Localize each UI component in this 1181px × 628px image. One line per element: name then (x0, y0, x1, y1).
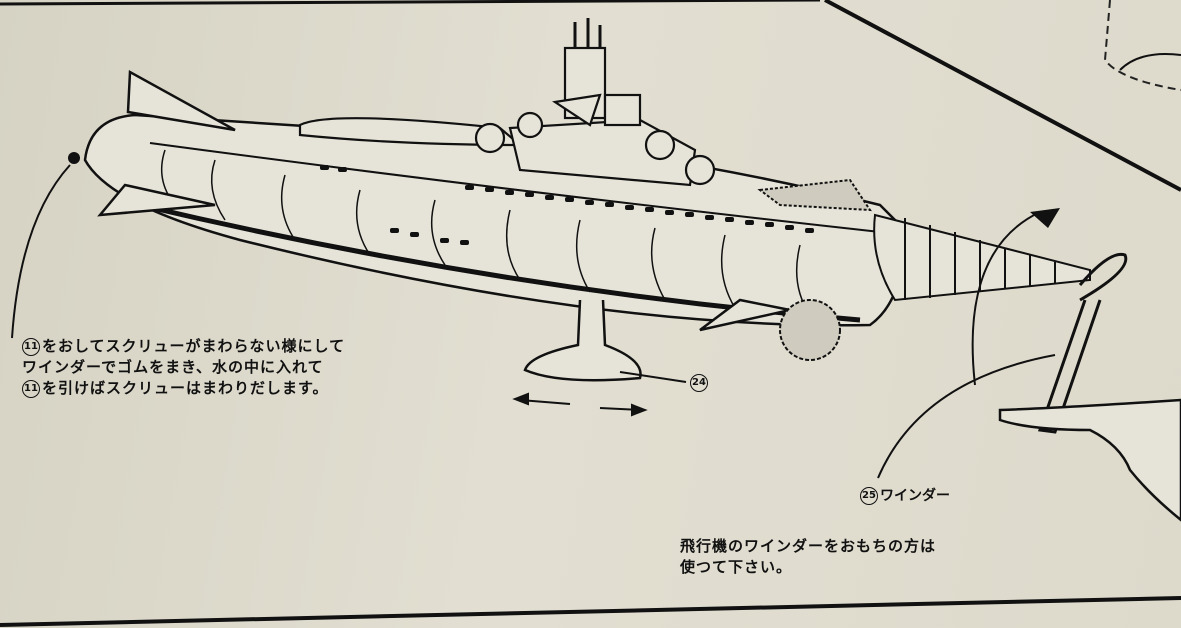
part-11-marker: 11 (22, 337, 40, 356)
part-25-text: ワインダー (880, 488, 950, 504)
part-11-marker-2: 11 (22, 379, 40, 398)
stern-fin (699, 298, 791, 332)
upper-fin (126, 69, 236, 132)
part-25-marker: 25 (860, 487, 878, 505)
display-stand (523, 299, 642, 382)
frame-diagonal-line (824, 0, 1181, 192)
nose-tip (68, 152, 80, 164)
conning-tower (298, 18, 716, 187)
instruction-line-3-text: を引けばスクリューはまわりだします。 (42, 379, 329, 397)
frame-bottom-line (0, 596, 1181, 627)
frame-top-line (0, 0, 821, 6)
winder-note-line-1: 飛行機のワインダーをおもちの方は (680, 537, 937, 555)
portholes (320, 165, 814, 245)
winder-note: 飛行機のワインダーをおもちの方は 使つて下さい。 (680, 536, 936, 578)
instruction-line-2: ワインダーでゴムをまき、水の中に入れて (22, 357, 345, 378)
screw-cone (873, 213, 1091, 302)
part-24-marker: 24 (690, 374, 708, 392)
rotation-arrowhead (1030, 208, 1060, 228)
instruction-line-1-text: をおしてスクリューがまわらない様にして (42, 337, 346, 355)
move-arrows (512, 392, 648, 417)
inset-dashed-outline (1103, 0, 1181, 91)
lower-fin (97, 183, 216, 217)
hand-illustration (998, 398, 1181, 522)
part-24-label: 24 (690, 374, 710, 392)
gear-wheels (757, 178, 872, 361)
inset-fragment (1119, 53, 1181, 71)
leader-lines (11, 164, 1056, 479)
winder-key (1037, 252, 1128, 434)
winder-note-line-2: 使つて下さい。 (680, 558, 793, 576)
instruction-line-2-text: ワインダーでゴムをまき、水の中に入れて (22, 358, 324, 376)
